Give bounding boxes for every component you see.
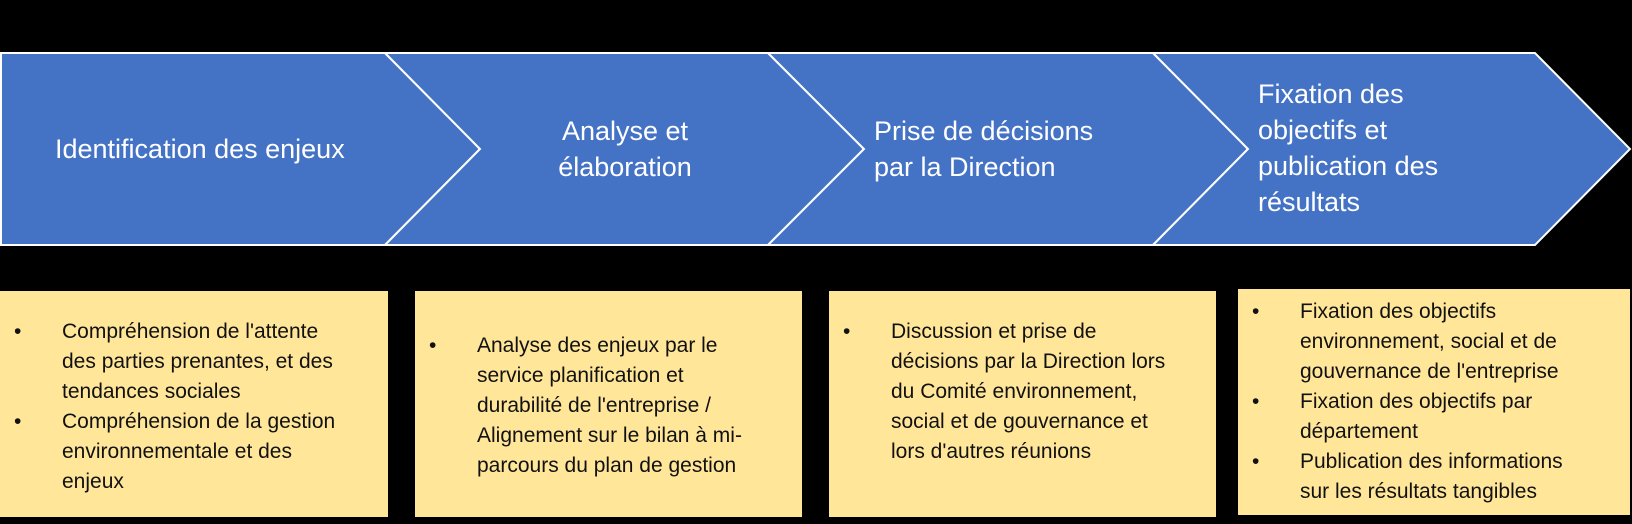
- stage-3-line: Prise de décisions: [874, 116, 1094, 146]
- detail-line: Fixation des objectifs: [1300, 300, 1497, 323]
- stage-2-label: Analyse et élaboration: [505, 113, 745, 185]
- stage-4-label: Fixation des objectifs et publication de…: [1258, 76, 1438, 220]
- detail-line: du Comité environnement,: [891, 380, 1138, 403]
- stage-4-line: objectifs et: [1258, 115, 1388, 145]
- detail-line: Fixation des objectifs par: [1300, 390, 1533, 413]
- stage-4-line: Fixation des: [1258, 79, 1404, 109]
- detail-line: durabilité de l'entreprise /: [477, 394, 711, 417]
- detail-line: décisions par la Direction lors: [891, 350, 1166, 373]
- detail-list: • Analyse des enjeux par le service plan…: [415, 331, 802, 481]
- detail-item: • Fixation des objectifs par département: [1238, 387, 1630, 447]
- detail-item: • Discussion et prise de décisions par l…: [829, 317, 1216, 467]
- stage-4-line: résultats: [1258, 187, 1361, 217]
- bullet-icon: •: [1252, 450, 1260, 473]
- detail-line: Analyse des enjeux par le: [477, 334, 718, 357]
- stage-1-text: Identification des enjeux: [55, 134, 345, 164]
- detail-line: service planification et: [477, 364, 684, 387]
- detail-box-2: • Analyse des enjeux par le service plan…: [415, 291, 802, 517]
- detail-line: des parties prenantes, et des: [62, 350, 333, 373]
- detail-item: • Compréhension de la gestion environnem…: [0, 407, 388, 497]
- bullet-icon: •: [1252, 390, 1260, 413]
- bullet-icon: •: [429, 334, 437, 357]
- detail-item: • Analyse des enjeux par le service plan…: [415, 331, 802, 481]
- detail-line: département: [1300, 420, 1418, 443]
- detail-item: • Compréhension de l'attente des parties…: [0, 317, 388, 407]
- bullet-icon: •: [1252, 300, 1260, 323]
- detail-line: Discussion et prise de: [891, 320, 1097, 343]
- detail-item: • Fixation des objectifs environnement, …: [1238, 297, 1630, 387]
- detail-line: Publication des informations: [1300, 450, 1563, 473]
- stage-3-label: Prise de décisions par la Direction: [874, 113, 1093, 185]
- bullet-icon: •: [14, 320, 22, 343]
- stage-4-chevron: [1150, 52, 1632, 246]
- process-chevrons: [0, 52, 1632, 246]
- detail-list: • Fixation des objectifs environnement, …: [1238, 297, 1630, 507]
- detail-box-3: • Discussion et prise de décisions par l…: [829, 291, 1216, 517]
- detail-line: parcours du plan de gestion: [477, 454, 737, 477]
- detail-box-1: • Compréhension de l'attente des parties…: [0, 291, 388, 517]
- stage-4-line: publication des: [1258, 151, 1439, 181]
- detail-line: enjeux: [62, 470, 124, 493]
- detail-line: environnement, social et de: [1300, 330, 1557, 353]
- detail-list: • Discussion et prise de décisions par l…: [829, 317, 1216, 467]
- detail-line: social et de gouvernance et: [891, 410, 1148, 433]
- detail-line: sur les résultats tangibles: [1300, 480, 1537, 503]
- detail-box-4: • Fixation des objectifs environnement, …: [1238, 289, 1630, 515]
- bullet-icon: •: [843, 320, 851, 343]
- detail-line: gouvernance de l'entreprise: [1300, 360, 1559, 383]
- stage-1-label: Identification des enjeux: [55, 131, 345, 167]
- detail-list: • Compréhension de l'attente des parties…: [0, 317, 388, 497]
- detail-line: environnementale et des: [62, 440, 292, 463]
- stage-2-line: élaboration: [558, 152, 692, 182]
- detail-line: Alignement sur le bilan à mi-: [477, 424, 742, 447]
- detail-line: Compréhension de l'attente: [62, 320, 319, 343]
- stage-2-line: Analyse et: [561, 116, 689, 146]
- detail-line: tendances sociales: [62, 380, 241, 403]
- detail-line: lors d'autres réunions: [891, 440, 1092, 463]
- detail-item: • Publication des informations sur les r…: [1238, 447, 1630, 507]
- bullet-icon: •: [14, 410, 22, 433]
- stage-3-line: par la Direction: [874, 152, 1056, 182]
- detail-line: Compréhension de la gestion: [62, 410, 336, 433]
